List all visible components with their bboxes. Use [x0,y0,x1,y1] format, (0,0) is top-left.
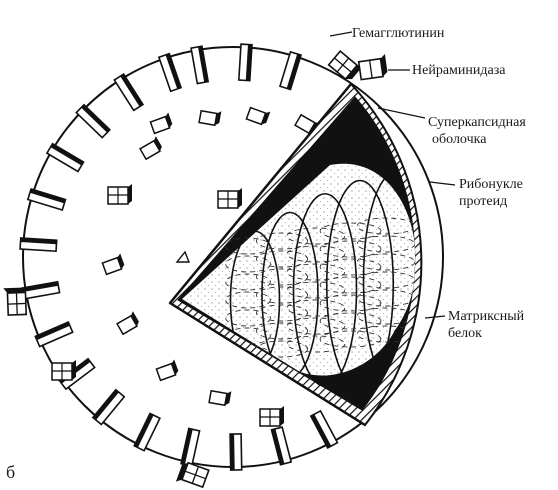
hemagglutinin-fragment [199,108,221,126]
hemagglutinin-fragment [139,136,164,159]
spike-hemagglutinin [47,144,84,172]
spike-hemagglutinin [311,411,338,448]
spike-hemagglutinin [181,429,200,467]
hemagglutinin-fragment [116,311,141,334]
spike-hemagglutinin [159,54,181,92]
section-wedge [170,84,427,425]
label-ribonucleo-1: Рибонукле [459,177,523,192]
spike-hemagglutinin [272,427,292,465]
small-triangle [177,252,189,262]
spike-hemagglutinin [191,46,208,83]
neuraminidase-block [358,54,388,80]
label-ribonucleo-2: протеид [459,194,507,209]
spike-hemagglutinin [280,52,301,90]
label-hemagglutinin: Гемагглютинин [352,26,445,41]
spike-hemagglutinin [28,189,66,210]
neuraminidase-block [329,48,364,82]
panel-letter: б [6,462,15,482]
neuraminidase-block [52,360,76,380]
label-matrix-2: белок [448,326,482,341]
hemagglutinin-fragment [246,105,270,126]
hemagglutinin-fragment [149,112,173,133]
neuraminidase-block [3,287,26,315]
spike-hemagglutinin [134,413,160,450]
spike-hemagglutinin [230,434,242,470]
spike-hemagglutinin [114,74,143,110]
spike-hemagglutinin [93,390,124,425]
label-supercapsid-1: Суперкапсидная [428,115,526,130]
label-neuraminidase: Нейраминидаза [412,63,506,78]
label-matrix-1: Матриксный [448,309,525,324]
neuraminidase-block [108,184,132,204]
spike-hemagglutinin [35,322,72,346]
spike-hemagglutinin [22,282,59,299]
hemagglutinin-fragment [101,253,125,274]
neuraminidase-block [260,406,284,426]
spike-hemagglutinin [20,238,57,251]
neuraminidase-block [218,188,242,208]
hemagglutinin-fragment [155,359,179,380]
spike-hemagglutinin [76,105,110,138]
hemagglutinin-fragment [209,388,231,406]
label-supercapsid-2: оболочка [432,132,487,147]
spike-hemagglutinin [239,44,252,81]
